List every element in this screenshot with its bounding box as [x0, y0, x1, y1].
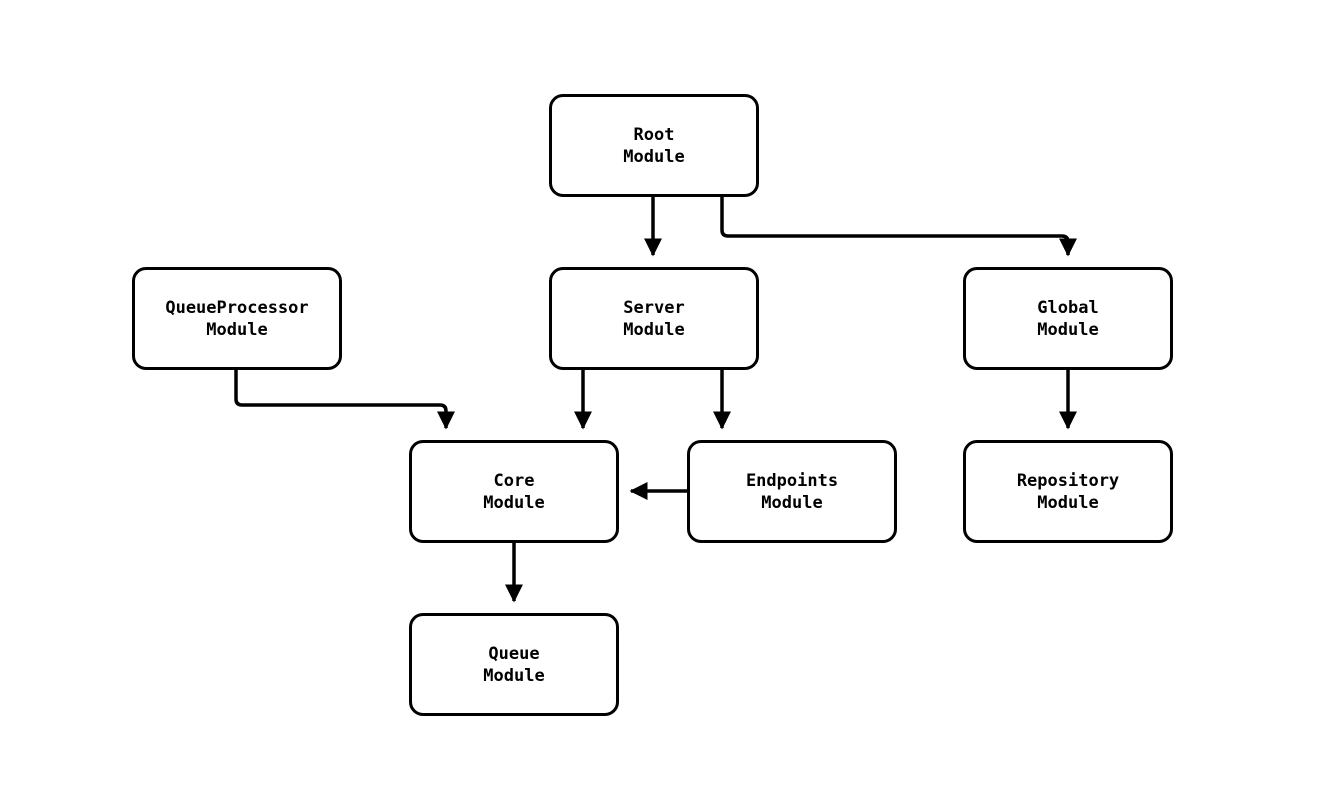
node-queueprocessor-module[interactable]: QueueProcessor Module: [132, 267, 342, 370]
node-repository-module-label: Repository Module: [1016, 470, 1120, 513]
node-queue-module[interactable]: Queue Module: [409, 613, 619, 716]
node-root-module[interactable]: Root Module: [549, 94, 759, 197]
node-core-module[interactable]: Core Module: [409, 440, 619, 543]
node-queue-module-label: Queue Module: [483, 643, 545, 686]
node-endpoints-module[interactable]: Endpoints Module: [687, 440, 897, 543]
node-endpoints-module-label: Endpoints Module: [745, 470, 839, 513]
node-global-module[interactable]: Global Module: [963, 267, 1173, 370]
node-global-module-label: Global Module: [1037, 297, 1099, 340]
edge-root-to-global: [720, 197, 1078, 257]
node-queueprocessor-module-label: QueueProcessor Module: [165, 297, 309, 340]
node-core-module-label: Core Module: [483, 470, 545, 513]
node-server-module[interactable]: Server Module: [549, 267, 759, 370]
node-repository-module[interactable]: Repository Module: [963, 440, 1173, 543]
node-server-module-label: Server Module: [623, 297, 685, 340]
edge-queueprocessor-to-core: [234, 370, 456, 430]
node-root-module-label: Root Module: [623, 124, 685, 167]
